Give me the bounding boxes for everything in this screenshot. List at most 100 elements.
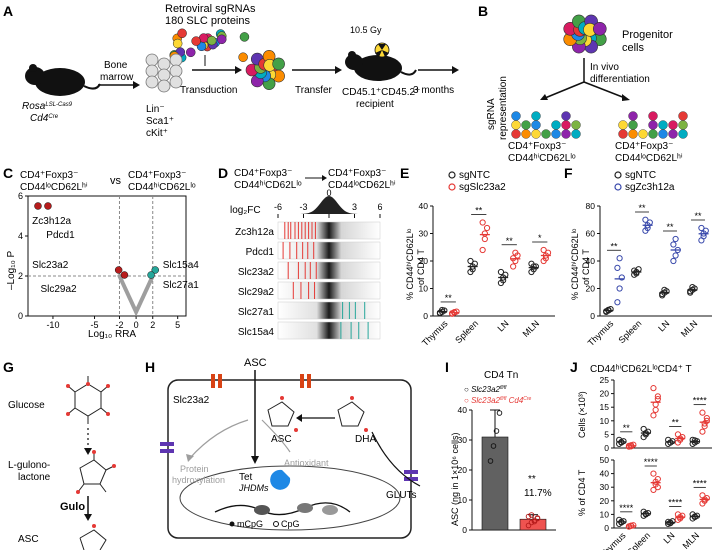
sgrna-cell [511,129,521,139]
dha-molecule-icon [337,396,368,432]
ytick-label: 50 [600,455,610,465]
dot-sgntc [439,306,446,314]
sig-label: ** [666,222,674,232]
c-ytick-label: 0 [18,311,23,321]
h-dha: DHA [355,434,376,445]
sig-label: ** [475,206,483,216]
d-row-strip [277,241,381,260]
dot-sgzc3h12a [616,285,623,292]
sgrna-stack-right [618,111,688,139]
i-bar-0 [481,436,509,531]
i-point [531,518,538,525]
ytick-label: 20 [586,284,596,294]
i-sig: ** [528,474,536,485]
ytick-label: 25 [600,375,610,385]
ytick-label: 10 [600,416,610,426]
ytick-label: 0 [604,443,609,453]
transporter-icon-2 [300,374,311,388]
ytick-label: 40 [586,256,596,266]
sgrna-cell [618,129,628,139]
c-xtick-label: -10 [46,320,59,330]
mouse-rosa: RosaLSL-Cas9 [22,101,73,112]
b-right-label-1: CD4⁺Foxp3⁻ [615,141,673,152]
c-xtick-label: 0 [134,320,139,330]
dot-slc23a2-fl/fl-cd4-cre [699,409,706,416]
c-ylabel: –Log₁₀ P [6,250,17,290]
b-right-label-2: CD44ˡᵒCD62Lʰⁱ [615,153,683,164]
dot-sgzc3h12a [698,224,705,232]
c-label-slc27a1: Slc27a1 [163,280,200,291]
i-legend-1: ○ Slc23a2fl/fl [464,385,507,394]
sgrna-cell [638,129,648,139]
panel-c: C CD4⁺Foxp3⁻ CD44ˡᵒCD62Lʰⁱ vs CD4⁺Foxp3⁻… [3,165,199,340]
retrovirus-particle [216,34,227,45]
c-head-left-2: CD44ˡᵒCD62Lʰⁱ [20,182,88,193]
dot-slc23a2-fl/fl-cd4-cre [650,486,657,494]
i-point [525,513,532,520]
sgrna-cell [551,129,561,139]
progenitor-text-1: Progenitor [622,29,673,41]
retrovirus-particle [172,38,183,49]
lsk-cell [169,53,183,67]
d-head-right-1: CD4⁺Foxp3⁻ [328,168,386,179]
dot-sgzc3h12a [670,257,677,265]
d-row-label-pdcd1: Pdcd1 [246,247,275,258]
d-row-strip [277,221,381,240]
c-head-left-1: CD4⁺Foxp3⁻ [20,170,78,181]
dot-slc23a2-fl/fl-cd4-cre [677,515,684,522]
invivo-text-2: differentiation [590,74,650,85]
dotplot-e: 010203040Thymus**Spleen**LN**MLN*sgNTCsg… [419,170,555,348]
sig-label: * [538,233,542,243]
glucose-structure-icon [66,376,110,424]
i-point [487,458,494,464]
i-pct: 11.7% [524,488,552,499]
invivo-text-1: In vivo [590,62,619,73]
sig-label: **** [644,457,659,467]
c-head-right-2: CD44ʰⁱCD62Lˡᵒ [128,182,196,193]
dot-sgzc3h12a [614,299,621,306]
c-point-slc29a2 [120,271,129,279]
sgrna-cell [668,120,678,130]
nucleosome-3 [322,505,338,515]
b-left-label-1: CD4⁺Foxp3⁻ [508,141,566,152]
dot-slc23a2-fl/fl-cd4-cre [699,428,706,435]
sgrna-cell [561,129,571,139]
dot-slc23a2-fl/fl-cd4-cre [650,412,657,419]
c-point-pdcd1 [44,202,52,210]
d-head-right-2: CD44ˡᵒCD62Lʰⁱ [328,180,396,191]
ytick-label: 20 [419,256,429,266]
ytick-label: 10 [419,284,429,294]
panel-a: A Retroviral sgRNAs 180 SLC proteins Ros… [3,3,459,139]
sgrna-cell [618,120,628,130]
b-left-label-2: CD44ʰⁱCD62Lˡᵒ [508,153,576,164]
c-xtick-label: -5 [91,320,99,330]
sgrna-cell [531,120,541,130]
c-background-genes [117,274,155,317]
dot-sgzc3h12a [670,241,677,248]
c-label-slc29a2: Slc29a2 [40,284,77,295]
sgrna-ylabel-2: representation [498,76,509,140]
xtick-label-ln: LN [661,530,676,545]
sgrna-stack-left [511,111,581,139]
sig-label: **** [668,497,683,507]
ytick-label: 60 [586,229,596,239]
panel-label-d: D [218,165,228,181]
g-asc-text: ASC [18,534,39,545]
dotplot-j-bottom: 01020304050Thymus****Spleen****LN****MLN… [598,455,712,550]
f-ylabel-2: of CD4 T [581,249,591,285]
dot-slc23a2-fl/fl [667,520,674,527]
legend-marker [448,171,456,179]
dot-slc23a2-fl/fl-cd4-cre [652,406,659,414]
dot-sgzc3h12a [642,216,649,223]
sgrna-cell [561,120,571,130]
sgrna-cell [678,129,688,139]
c-point-slc27a1 [147,271,155,279]
sgrna-cell [561,111,571,121]
sgrna-cell [511,111,521,121]
dot-sgslc23a2 [510,263,517,270]
gulonolactone-structure-icon [76,450,116,494]
d-axis-title: log₂FC [230,205,261,216]
